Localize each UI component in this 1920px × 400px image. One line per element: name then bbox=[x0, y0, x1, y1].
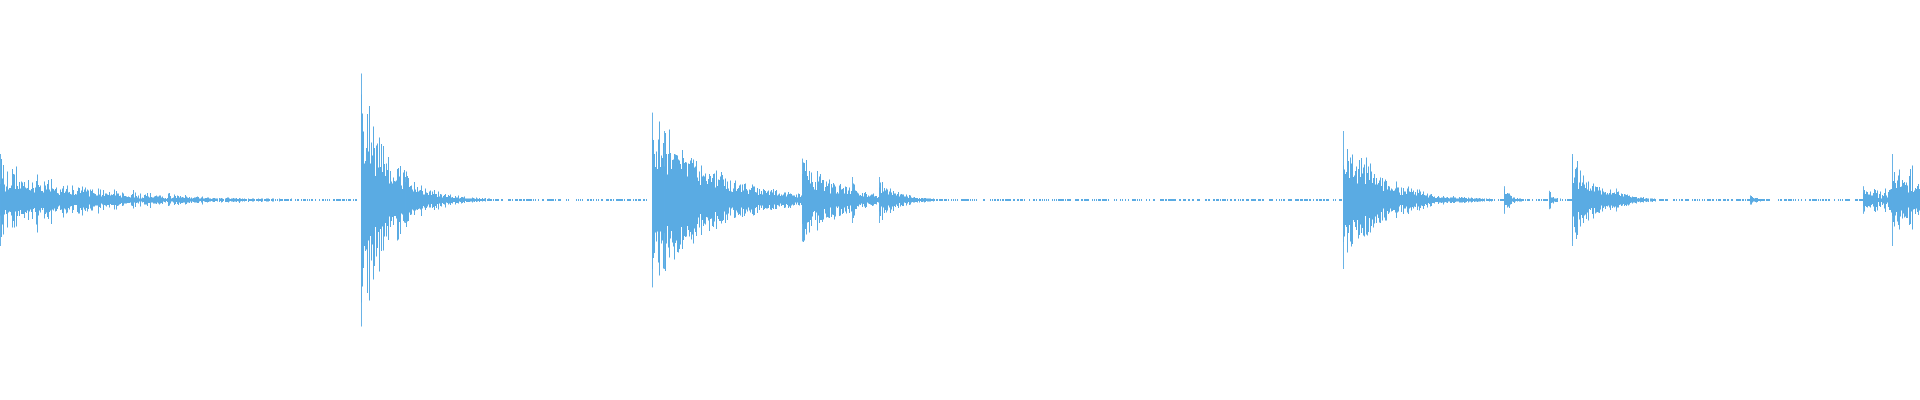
transient-15 bbox=[1750, 195, 1751, 205]
transient-12 bbox=[1549, 190, 1550, 210]
transient-16 bbox=[1863, 186, 1864, 214]
transient-4 bbox=[664, 131, 665, 269]
transient-7 bbox=[852, 177, 853, 223]
transient-11 bbox=[1504, 186, 1505, 214]
transient-3 bbox=[652, 112, 653, 288]
transient-5 bbox=[768, 195, 769, 205]
transient-2 bbox=[405, 177, 406, 223]
transient-8 bbox=[879, 177, 880, 223]
transient-9 bbox=[1343, 131, 1344, 269]
transient-6 bbox=[802, 158, 803, 242]
transient-0 bbox=[0, 154, 1, 246]
transient-13 bbox=[1572, 154, 1573, 246]
transient-10 bbox=[1380, 193, 1381, 207]
transient-17 bbox=[1892, 154, 1893, 246]
transient-1 bbox=[361, 73, 362, 327]
waveform-peaks bbox=[0, 94, 1920, 303]
transient-14 bbox=[1616, 188, 1617, 212]
